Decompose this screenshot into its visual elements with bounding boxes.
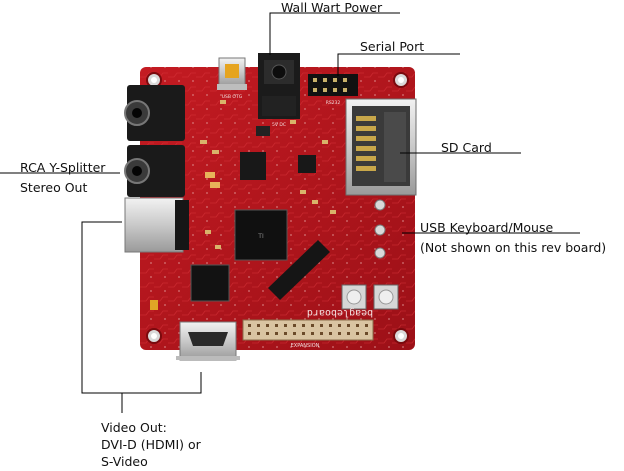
header-pin [275,332,278,335]
label-video-out: Video Out: [101,420,167,435]
silkscreen-board-name: beagleboard [307,307,373,318]
header-pin [311,324,314,327]
label-serial-port: Serial Port [360,39,425,54]
label-rca-splitter: RCA Y-Splitter [20,160,106,175]
diagonal-header [268,240,330,300]
expansion-header [242,319,374,341]
s-video-connector [124,197,189,253]
header-pin [266,324,269,327]
header-pin [356,324,359,327]
power-management-chip [190,264,230,302]
svg-text:TI: TI [257,233,264,240]
header-pin [365,324,368,327]
leader-video [81,221,202,394]
leader-serial [337,53,460,76]
header-pin [284,324,287,327]
smd-components [150,100,336,310]
hdmi-connector [176,321,240,361]
header-pin [302,332,305,335]
header-pin [302,324,305,327]
header-pin [356,332,359,335]
header-pin [347,324,350,327]
sd-card-slot [345,98,417,196]
user-buttons [341,284,399,310]
power-jack [258,53,300,119]
label-video-dvi: DVI-D (HDMI) or [101,437,201,452]
audio-jacks [124,85,185,197]
header-pin [293,332,296,335]
label-usb-note: (Not shown on this rev board) [420,240,607,255]
label-video-svideo: S-Video [101,454,148,469]
header-pin [338,332,341,335]
header-pin [266,332,269,335]
usb-otg-connector [217,57,247,90]
silkscreen-power: 5V DC [272,122,286,128]
leader-lines [0,12,580,413]
header-pin [329,324,332,327]
header-pin [257,332,260,335]
label-sd-card: SD Card [441,140,492,155]
header-pin [347,332,350,335]
mounting-holes [146,72,409,344]
usb-host-pads [374,199,386,259]
leader-power [269,12,400,55]
label-stereo-out: Stereo Out [20,180,88,195]
silkscreen-serial: RS232 [326,100,341,106]
header-pin [275,324,278,327]
header-pin [329,332,332,335]
header-pin [284,332,287,335]
processor-chip: TI [234,209,288,261]
header-pin [248,332,251,335]
header-pin [320,332,323,335]
label-wall-wart-power: Wall Wart Power [281,0,383,15]
label-usb-keyboard: USB Keyboard/Mouse [420,220,554,235]
silkscreen-usb-otg: USB OTG [222,94,243,100]
silkscreen-expansion: EXPANSION [291,343,320,349]
header-pin [257,324,260,327]
small-chip [240,126,316,180]
header-pin [311,332,314,335]
header-pin [293,324,296,327]
header-pin [365,332,368,335]
header-pin [320,324,323,327]
header-pin [248,324,251,327]
serial-header [308,74,358,96]
header-pin [338,324,341,327]
